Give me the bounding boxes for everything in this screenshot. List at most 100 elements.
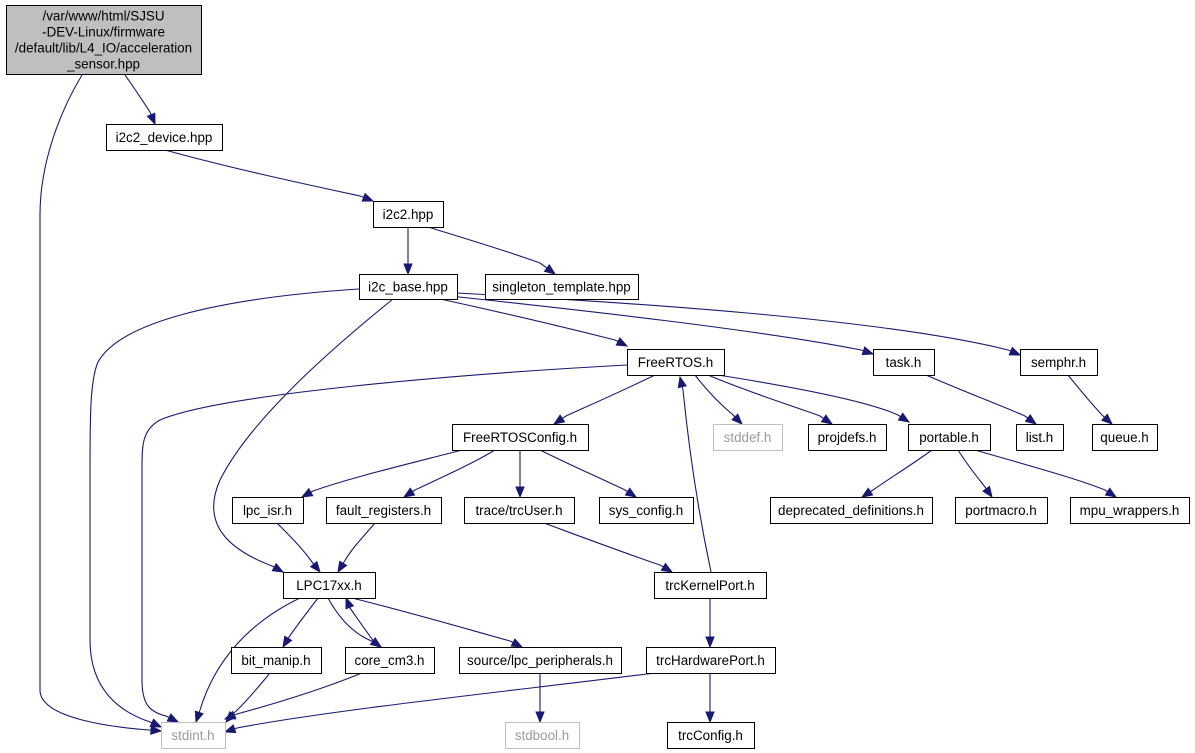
node-bit-manip[interactable]: bit_manip.h	[231, 647, 322, 674]
node-lpc-isr[interactable]: lpc_isr.h	[232, 497, 304, 524]
node-label: sys_config.h	[609, 503, 683, 518]
node-task[interactable]: task.h	[873, 349, 935, 376]
edge-fault-registers-to-lpc17xx	[337, 522, 376, 574]
node-box	[955, 497, 1048, 524]
node-box	[627, 349, 725, 376]
edge-line	[681, 386, 712, 573]
edge-line	[234, 672, 363, 716]
node-box	[667, 722, 755, 749]
node-i2c2[interactable]: i2c2.hpp	[373, 201, 444, 228]
node-acceleration-sensor: /var/www/html/SJSU-DEV-Linux/firmware/de…	[6, 5, 202, 75]
arrowhead-icon	[515, 486, 525, 499]
node-label: deprecated_definitions.h	[778, 503, 924, 518]
edge-line	[707, 374, 824, 419]
node-box	[646, 647, 776, 674]
node-i2c2-device[interactable]: i2c2_device.hpp	[106, 124, 223, 151]
edge-lpc-isr-to-lpc17xx	[276, 522, 321, 574]
node-label: projdefs.h	[818, 430, 877, 445]
node-box	[6, 5, 202, 75]
node-trckernelport[interactable]: trcKernelPort.h	[654, 572, 767, 599]
node-trcuser[interactable]: trace/trcUser.h	[464, 497, 575, 524]
node-stdint[interactable]: stdint.h	[161, 722, 226, 749]
arrowhead-icon	[982, 485, 993, 499]
node-trchardwareport[interactable]: trcHardwarePort.h	[646, 647, 776, 674]
node-label: stddef.h	[724, 430, 772, 445]
node-box	[359, 274, 458, 300]
edge-freertosconfig-to-fault-registers	[402, 449, 496, 498]
edge-line	[957, 449, 987, 490]
arrowhead-icon	[146, 112, 156, 126]
node-freertos[interactable]: FreeRTOS.h	[627, 349, 725, 376]
node-label: bit_manip.h	[241, 653, 310, 668]
node-lpc17xx[interactable]: LPC17xx.h	[283, 572, 376, 599]
edge-task-to-list	[925, 374, 1038, 425]
arrowhead-icon	[300, 487, 314, 498]
arrowhead-icon	[309, 560, 321, 574]
arrowhead-icon	[624, 487, 638, 498]
node-queue[interactable]: queue.h	[1092, 424, 1158, 451]
edge-line	[164, 149, 364, 198]
arrowhead-icon	[860, 487, 874, 498]
node-label: portmacro.h	[965, 503, 1036, 518]
edge-line	[562, 374, 656, 419]
arrowhead-icon	[1104, 487, 1118, 498]
edge-trckernelport-to-trchardwareport	[705, 598, 715, 649]
node-stddef[interactable]: stddef.h	[713, 424, 783, 451]
node-box	[1016, 424, 1064, 451]
node-label: LPC17xx.h	[296, 578, 362, 593]
edge-semphr-to-queue	[1067, 374, 1114, 425]
node-freertosconfig[interactable]: FreeRTOSConfig.h	[452, 424, 589, 451]
node-stdbool[interactable]: stdbool.h	[505, 722, 580, 749]
node-list[interactable]: list.h	[1016, 424, 1064, 451]
node-fault-registers[interactable]: fault_registers.h	[326, 497, 442, 524]
node-label: trcHardwarePort.h	[656, 653, 765, 668]
node-label: source/lpc_peripherals.h	[467, 653, 613, 668]
node-label: singleton_template.hpp	[492, 280, 630, 295]
node-label: queue.h	[1100, 430, 1148, 445]
edge-i2c2-device-to-i2c2	[164, 149, 375, 202]
arrowhead-icon	[705, 711, 715, 724]
node-box	[373, 201, 444, 228]
edge-line	[539, 449, 628, 493]
node-lpc-peripherals[interactable]: source/lpc_peripherals.h	[459, 647, 622, 674]
node-semphr[interactable]: semphr.h	[1020, 349, 1098, 376]
edge-trchardwareport-to-trcconfig	[705, 673, 715, 724]
node-portmacro[interactable]: portmacro.h	[955, 497, 1048, 524]
edge-core-cm3-to-lpc17xx	[345, 596, 379, 648]
node-label: list.h	[1026, 430, 1054, 445]
node-box	[459, 647, 622, 674]
node-core-cm3[interactable]: core_cm3.h	[345, 647, 435, 674]
edge-line	[694, 374, 736, 418]
arrowhead-icon	[361, 192, 375, 202]
node-box	[1070, 497, 1190, 524]
edge-i2c-base-to-semphr	[456, 292, 1022, 356]
node-singleton-template[interactable]: singleton_template.hpp	[485, 274, 639, 300]
node-projdefs[interactable]: projdefs.h	[808, 424, 887, 451]
node-box	[599, 497, 694, 524]
arrowhead-icon	[150, 725, 163, 735]
node-portable[interactable]: portable.h	[908, 424, 991, 451]
edge-acceleration-sensor-to-i2c2-device	[124, 74, 156, 126]
arrowhead-icon	[271, 562, 285, 573]
edge-line	[870, 449, 933, 493]
edge-lpc17xx-to-lpc-peripherals	[351, 597, 524, 648]
node-box	[1092, 424, 1158, 451]
node-sys-config[interactable]: sys_config.h	[599, 497, 694, 524]
edge-i2c-base-to-task	[449, 295, 875, 356]
node-deprecated-definitions[interactable]: deprecated_definitions.h	[770, 497, 933, 524]
node-box	[161, 722, 226, 749]
arrowhead-icon	[510, 638, 524, 648]
node-trcconfig[interactable]: trcConfig.h	[667, 722, 755, 749]
arrowhead-icon	[223, 724, 237, 734]
node-label: i2c2.hpp	[383, 207, 434, 222]
edge-freertosconfig-to-lpc-isr	[300, 449, 463, 498]
node-box	[1020, 349, 1098, 376]
node-label: mpu_wrappers.h	[1080, 503, 1180, 518]
edge-freertosconfig-to-trcuser	[515, 450, 525, 499]
arrowhead-icon	[615, 337, 629, 347]
node-box	[231, 647, 322, 674]
node-i2c-base[interactable]: i2c_base.hpp	[359, 274, 458, 300]
edge-line	[234, 672, 656, 730]
node-mpu-wrappers[interactable]: mpu_wrappers.h	[1070, 497, 1190, 524]
